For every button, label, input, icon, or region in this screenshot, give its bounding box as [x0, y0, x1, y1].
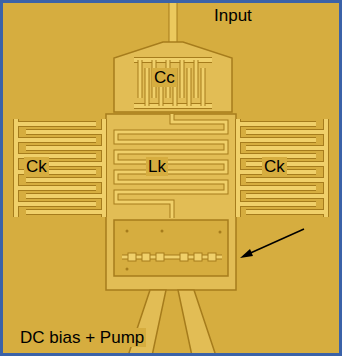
- shunt-capacitor-left: [16, 119, 104, 217]
- kinetic-inductor: [116, 114, 226, 218]
- shunt-capacitor-right: [238, 119, 326, 217]
- component-label: Cc: [152, 68, 177, 87]
- component-label: Lk: [146, 157, 168, 176]
- coupling-pad: [114, 42, 232, 112]
- port-label: Input: [212, 6, 254, 25]
- junction-array: [114, 220, 228, 276]
- resonator-body: [106, 114, 236, 290]
- port-label: DC bias + Pump: [18, 328, 146, 347]
- input-lead: [169, 0, 177, 44]
- pointer-arrow: [240, 229, 304, 258]
- coupling-capacitor: [134, 60, 212, 106]
- component-label: Ck: [262, 157, 287, 176]
- component-label: Ck: [24, 157, 49, 176]
